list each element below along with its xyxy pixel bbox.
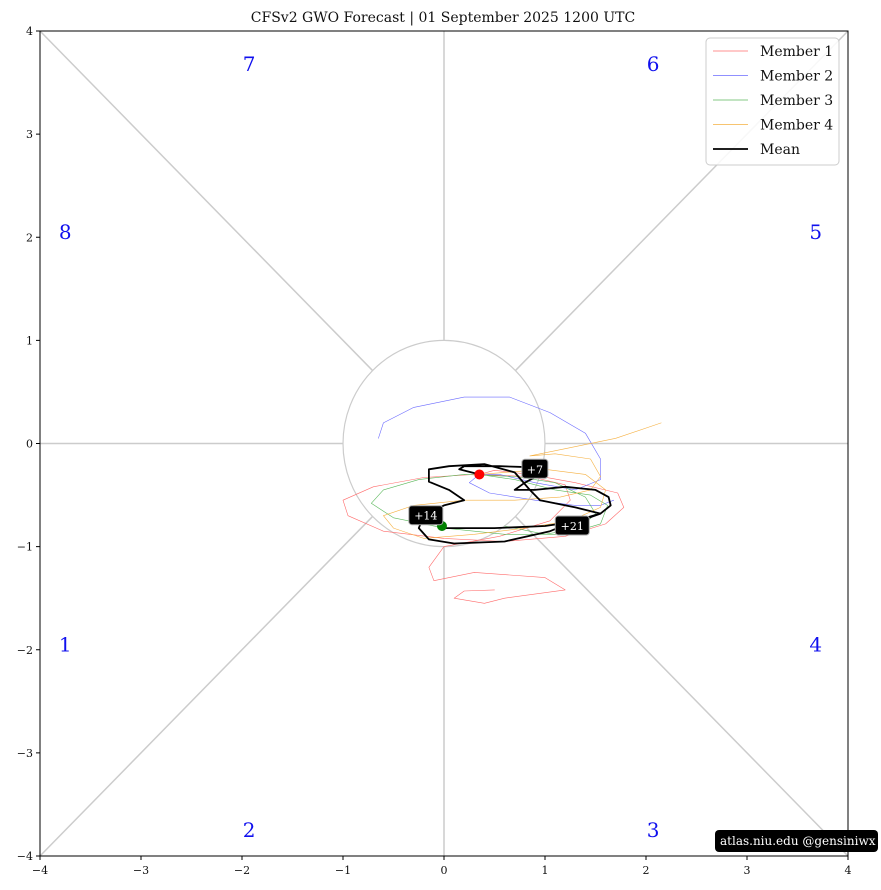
y-tick-label: 1 (26, 334, 33, 347)
series-member-1 (342, 469, 625, 604)
phase-label-6: 6 (647, 52, 660, 76)
phase-label-2: 2 (243, 818, 256, 842)
legend-label: Member 3 (760, 93, 833, 109)
phase-label-1: 1 (59, 633, 72, 657)
legend: Member 1 Member 2 Member 3 Member 4 Mean (705, 37, 840, 166)
credit-box: atlas.niu.edu @gensiniwx (715, 830, 878, 852)
x-tick-label: −3 (133, 864, 149, 877)
y-tick-label: 0 (26, 438, 33, 451)
start-marker (474, 469, 485, 480)
phase-label-7: 7 (243, 52, 256, 76)
day-label-text: +14 (414, 510, 437, 523)
x-tick-label: 3 (744, 864, 751, 877)
x-tick-label: −2 (234, 864, 250, 877)
x-tick-label: 4 (845, 864, 852, 877)
legend-label: Member 4 (760, 118, 833, 134)
phase-line-nw (39, 30, 374, 372)
series-member-4 (383, 422, 662, 539)
phase-label-3: 3 (647, 818, 660, 842)
y-tick-label: −2 (17, 644, 33, 657)
y-tick-label: 3 (26, 128, 33, 141)
phase-label-5: 5 (809, 220, 822, 244)
day-label-text: +7 (527, 463, 543, 476)
credit-background (715, 830, 878, 852)
y-tick-label: −4 (17, 850, 33, 863)
legend-label: Mean (760, 142, 800, 158)
credit-text: atlas.niu.edu @gensiniwx (720, 834, 876, 848)
series-mean (417, 463, 612, 545)
y-tick-label: 2 (26, 231, 33, 244)
day-label-box (554, 515, 590, 536)
x-tick-label: −1 (335, 864, 351, 877)
marker-layer: +7 +14 +21 (408, 458, 590, 536)
phase-label-4: 4 (809, 633, 822, 657)
x-tick-label: 0 (441, 864, 448, 877)
y-tick-label: −3 (17, 747, 33, 760)
x-tick-label: 1 (542, 864, 549, 877)
chart-title: CFSv2 GWO Forecast | 01 September 2025 1… (251, 10, 635, 26)
legend-label: Member 1 (760, 44, 833, 60)
phase-lines (39, 30, 849, 857)
phase-line-se (514, 515, 849, 857)
series-layer (342, 396, 662, 604)
day-label-plus14: +14 (408, 505, 444, 526)
series-member-3 (370, 474, 608, 535)
legend-box (705, 37, 840, 166)
phase-label-8: 8 (59, 220, 72, 244)
x-tick-label: −4 (32, 864, 48, 877)
series-member-2 (378, 396, 615, 506)
y-tick-label: −1 (17, 541, 33, 554)
y-tick-label: 4 (26, 25, 33, 38)
day-label-plus7: +7 (521, 458, 549, 479)
day-label-plus21: +21 (554, 515, 590, 536)
x-tick-label: 2 (643, 864, 650, 877)
day-label-box (521, 458, 549, 479)
phase-line-sw (39, 515, 374, 857)
axis-ticks: −4 −3 −2 −1 0 1 2 3 4 4 3 2 1 0 −1 −2 −3 −4 (17, 25, 852, 877)
day-label-box (408, 505, 444, 526)
legend-label: Member 2 (760, 69, 833, 85)
unit-circle (342, 339, 546, 548)
day-label-text: +21 (561, 520, 584, 533)
phase-labels: 1 2 3 4 5 6 7 8 (59, 52, 822, 842)
